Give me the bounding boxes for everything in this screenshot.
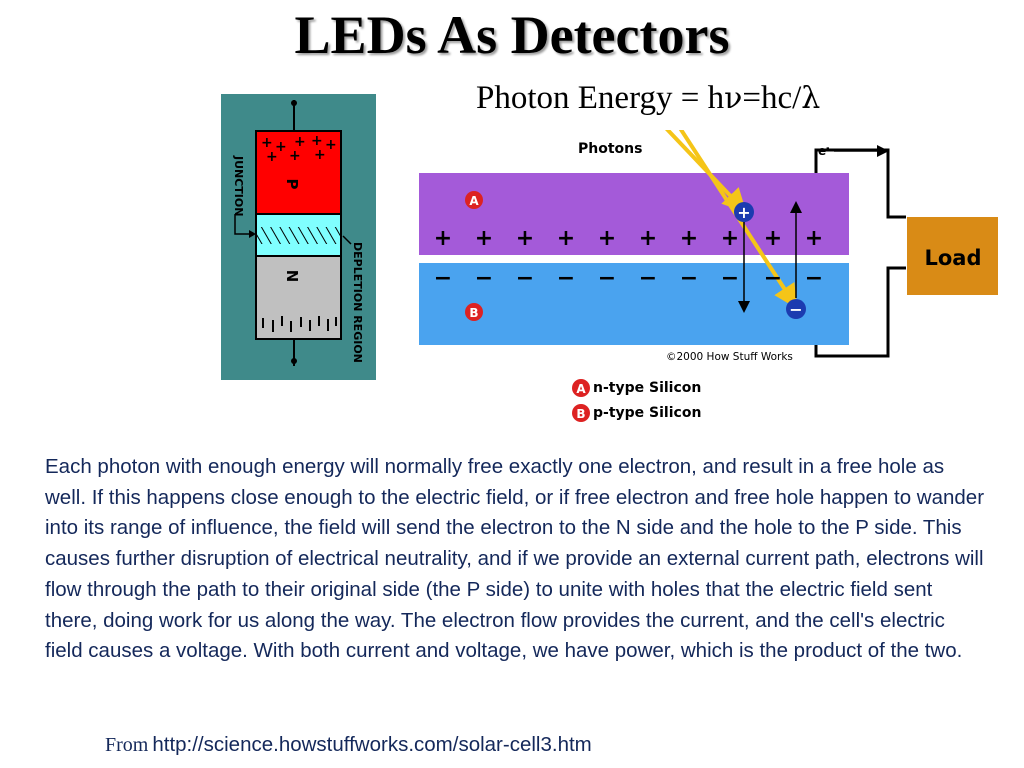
n-region-marks	[262, 316, 337, 332]
minus-charge: −	[680, 266, 698, 291]
junction-pointer	[234, 214, 254, 235]
plus-charge: +	[289, 148, 301, 164]
n-region	[255, 255, 342, 340]
minus-charge: −	[516, 266, 534, 291]
p-region-charges: + + + + + + + +	[261, 133, 337, 165]
legend-p-type-label: p-type Silicon	[593, 405, 701, 421]
electron-icon	[786, 299, 806, 319]
legend-marker-b-icon	[572, 404, 590, 422]
photon-ray	[664, 130, 747, 213]
load-label: Load	[924, 246, 981, 270]
lambda-symbol: λ	[801, 81, 821, 116]
legend-marker-a-icon	[572, 379, 590, 397]
positive-charge-row: + + + + + + + + + +	[434, 226, 823, 251]
junction-label: JUNCTION	[232, 155, 245, 216]
minus-charge: −	[639, 266, 657, 291]
plus-charge: +	[311, 133, 323, 149]
legend-marker-b: B	[576, 407, 585, 421]
negative-charge-row: − − − − − − − − − −	[434, 266, 823, 291]
formula-middle: =hc/	[742, 80, 802, 116]
depletion-hatch	[257, 227, 340, 244]
n-label: N	[283, 270, 301, 283]
marker-a-label: A	[469, 194, 479, 208]
minus-charge: −	[434, 266, 452, 291]
hole-sign: +	[737, 203, 750, 222]
legend-marker-a: A	[576, 382, 586, 396]
plus-charge: +	[516, 226, 534, 251]
minus-charge: −	[598, 266, 616, 291]
bottom-terminal	[291, 358, 297, 364]
plus-charge: +	[261, 135, 273, 151]
plus-charge: +	[680, 226, 698, 251]
electron-label: e-	[818, 143, 829, 158]
slide-title: LEDs As Detectors	[294, 5, 730, 65]
plus-charge: +	[639, 226, 657, 251]
load-box	[907, 217, 998, 295]
source-citation: From http://science.howstuffworks.com/so…	[105, 733, 592, 757]
nu-symbol: ν	[724, 81, 743, 116]
source-prefix: From	[105, 734, 149, 756]
photon-energy-formula: Photon Energy = hν=hc/λ	[476, 80, 820, 117]
pn-junction-diagram: + + + + + + + + P N JUNCTION DEPLETION R…	[221, 94, 376, 380]
plus-charge: +	[325, 137, 337, 153]
minus-charge: −	[805, 266, 823, 291]
plus-charge: +	[275, 139, 287, 155]
explanation-paragraph: Each photon with enough energy will norm…	[45, 455, 985, 663]
top-terminal	[291, 100, 297, 106]
plus-charge: +	[434, 226, 452, 251]
minus-charge: −	[764, 266, 782, 291]
n-type-layer	[419, 173, 849, 255]
photons-label: Photons	[578, 141, 642, 157]
plus-charge: +	[764, 226, 782, 251]
marker-a-icon	[465, 191, 483, 209]
marker-b-icon	[465, 303, 483, 321]
plus-charge: +	[805, 226, 823, 251]
solar-cell-diagram: Load e- Photons A B + + + + + + + + + + …	[419, 130, 998, 422]
plus-charge: +	[721, 226, 739, 251]
p-region	[255, 130, 342, 215]
plus-charge: +	[266, 149, 278, 165]
depletion-pointer	[342, 235, 352, 245]
plus-charge: +	[475, 226, 493, 251]
plus-charge: +	[314, 147, 326, 163]
plus-charge: +	[598, 226, 616, 251]
plus-charge: +	[557, 226, 575, 251]
source-url: http://science.howstuffworks.com/solar-c…	[152, 733, 592, 756]
copyright-text: ©2000 How Stuff Works	[666, 351, 793, 363]
p-label: P	[283, 179, 301, 190]
electron-sign: −	[789, 300, 802, 319]
hole-icon	[734, 202, 754, 222]
plus-charge: +	[294, 134, 306, 150]
depletion-region-label: DEPLETION REGION	[351, 242, 364, 363]
minus-charge: −	[475, 266, 493, 291]
legend-n-type-label: n-type Silicon	[593, 380, 701, 396]
formula-prefix: Photon Energy = h	[476, 80, 725, 116]
minus-charge: −	[721, 266, 739, 291]
marker-b-label: B	[469, 306, 478, 320]
junction-arrowhead	[249, 230, 256, 238]
minus-charge: −	[557, 266, 575, 291]
